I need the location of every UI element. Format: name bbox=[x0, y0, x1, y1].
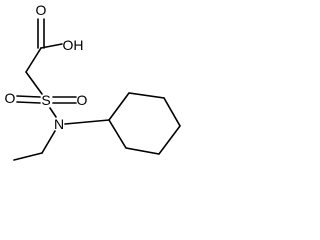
sulfonyl-oxygen-right-label: O bbox=[77, 92, 88, 108]
bond-ethyl-ch3 bbox=[13, 152, 43, 161]
bond-s-o-left-a bbox=[16, 95, 41, 98]
hydroxyl-label: OH bbox=[63, 37, 84, 53]
bond-s-n bbox=[49, 107, 57, 118]
sulfonyl-oxygen-left-label: O bbox=[5, 90, 16, 106]
carboxyl-oxygen-label: O bbox=[36, 2, 47, 18]
bond-n-cyclohexyl bbox=[64, 119, 110, 125]
bond-ch2-s bbox=[25, 71, 43, 95]
cyclohexane-ring bbox=[108, 92, 181, 155]
sulfur-label: S bbox=[41, 92, 50, 108]
bond-c-ch2 bbox=[25, 47, 42, 73]
bond-n-ethyl-ch2 bbox=[41, 130, 56, 154]
nitrogen-label: N bbox=[54, 116, 64, 132]
bond-c-oh bbox=[40, 43, 63, 49]
molecule-drawing: O OH S O O N bbox=[4, 2, 181, 161]
bond-s-o-left-b bbox=[16, 101, 41, 104]
structure-canvas: O OH S O O N bbox=[0, 0, 186, 184]
